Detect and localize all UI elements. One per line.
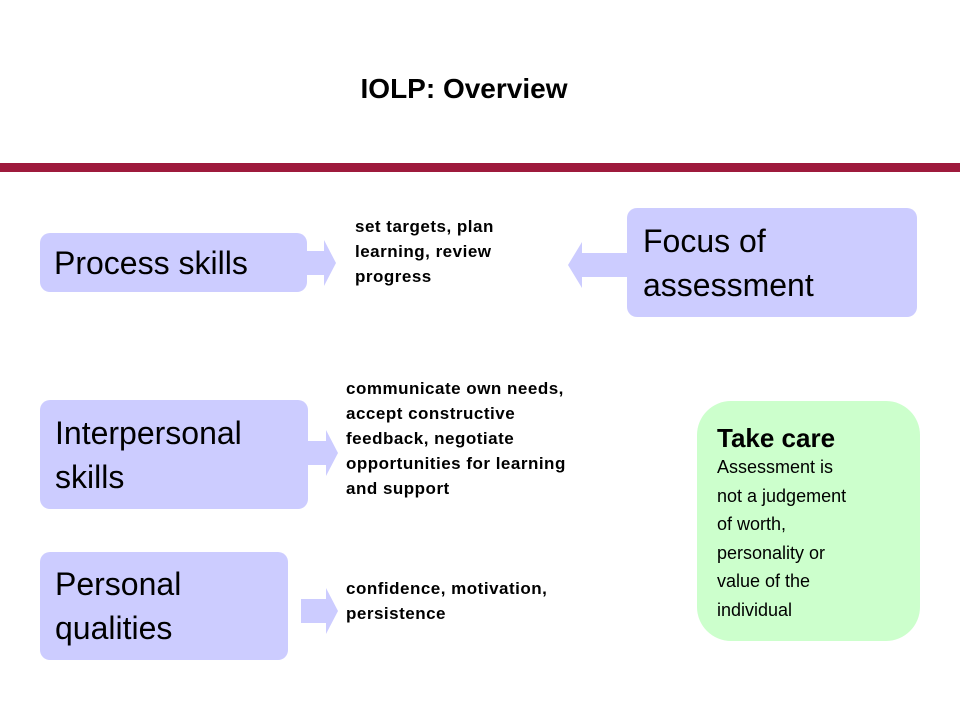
interpersonal-skills-box: Interpersonal skills [40,400,308,509]
focus-label-line2: assessment [643,266,814,303]
take-care-title: Take care [717,423,836,453]
personal-description: confidence, motivation, persistence [346,579,548,623]
personal-label-line2: qualities [55,610,173,646]
process-skills-box: Process skills [40,233,307,292]
interpersonal-label-line1: Interpersonal [55,414,242,451]
slide-title: IOLP: Overview [360,73,568,104]
focus-label-line1: Focus of [643,222,766,259]
personal-qualities-box: Personal qualities [40,552,288,660]
header-divider [0,163,960,172]
personal-label-line1: Personal [55,566,182,602]
interpersonal-arrow-icon [307,430,338,476]
take-care-body: Assessment is not a judgement of worth, … [717,457,847,620]
process-skills-label: Process skills [54,244,248,281]
process-description: set targets, plan learning, review progr… [355,217,494,286]
focus-arrow-icon [568,242,630,288]
process-arrow-icon [306,240,336,286]
take-care-box: Take care Assessment is not a judgement … [697,401,920,641]
interpersonal-description: communicate own needs, accept constructi… [346,379,566,498]
interpersonal-label-line2: skills [55,458,125,495]
focus-of-assessment-box: Focus of assessment [627,208,917,317]
personal-arrow-icon [301,588,338,634]
